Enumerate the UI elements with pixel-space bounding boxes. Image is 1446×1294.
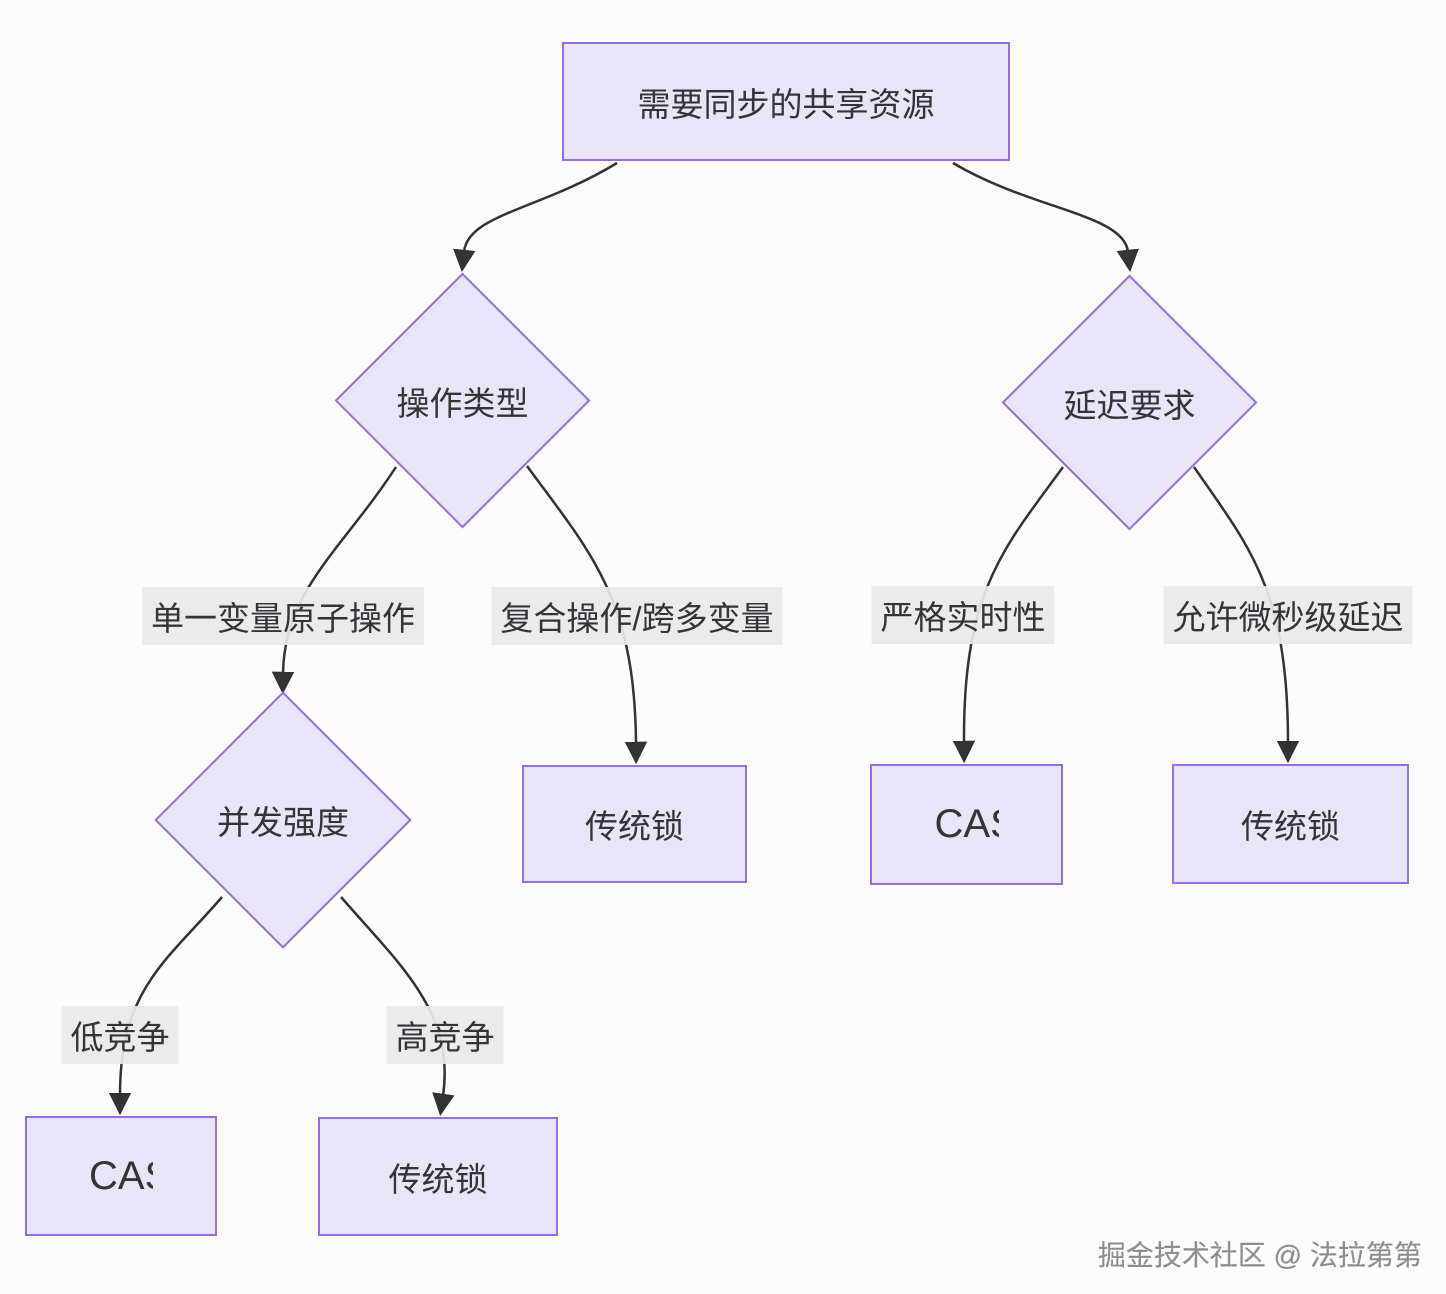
node-concurrency-intensity-label: 并发强度 <box>217 804 349 841</box>
node-shared-resource-label: 需要同步的共享资源 <box>637 85 935 123</box>
node-traditional-lock-high-contention: 传统锁 <box>318 1117 558 1236</box>
node-traditional-lock-composite-label: 传统锁 <box>585 808 684 845</box>
node-cas-low-contention-label: CAS <box>89 1153 153 1198</box>
edge-label-allow-microsecond-delay: 允许微秒级延迟 <box>1163 586 1413 644</box>
node-cas-low-contention: CAS <box>25 1116 217 1236</box>
node-cas-strict-label: CAS <box>934 802 999 846</box>
edge-label-high-contention: 高竞争 <box>386 1006 504 1064</box>
node-traditional-lock-delay-ok-label: 传统锁 <box>1241 808 1340 845</box>
edge-label-single-variable-atomic: 单一变量原子操作 <box>142 587 424 645</box>
edge-label-low-contention: 低竞争 <box>61 1006 179 1064</box>
edge-root-to-op-type <box>453 161 618 273</box>
node-traditional-lock-delay-ok: 传统锁 <box>1172 764 1409 884</box>
watermark: 掘金技术社区 @ 法拉第第 <box>1098 1240 1422 1271</box>
node-traditional-lock-composite: 传统锁 <box>522 765 747 883</box>
node-operation-type: 操作类型 <box>334 272 591 529</box>
node-cas-strict: CAS <box>870 764 1063 885</box>
node-operation-type-label: 操作类型 <box>396 384 529 422</box>
edge-concurrency-to-lock-bottom <box>340 896 455 1117</box>
node-traditional-lock-high-contention-label: 传统锁 <box>388 1160 488 1198</box>
edge-op-type-to-lock-mid <box>525 465 648 765</box>
edge-label-composite-multi-variable: 复合操作/跨多变量 <box>491 587 783 645</box>
edge-delay-req-to-lock-right <box>1192 466 1300 764</box>
node-delay-requirement-label: 延迟要求 <box>1063 386 1196 424</box>
node-delay-requirement: 延迟要求 <box>1001 274 1258 531</box>
edge-root-to-delay-req <box>952 161 1139 273</box>
edge-delay-req-to-cas-mid <box>952 466 1065 764</box>
node-shared-resource: 需要同步的共享资源 <box>562 42 1010 161</box>
edge-concurrency-to-cas-bottom <box>108 896 223 1116</box>
node-concurrency-intensity: 并发强度 <box>154 691 412 949</box>
edge-label-strict-realtime: 严格实时性 <box>871 586 1055 644</box>
